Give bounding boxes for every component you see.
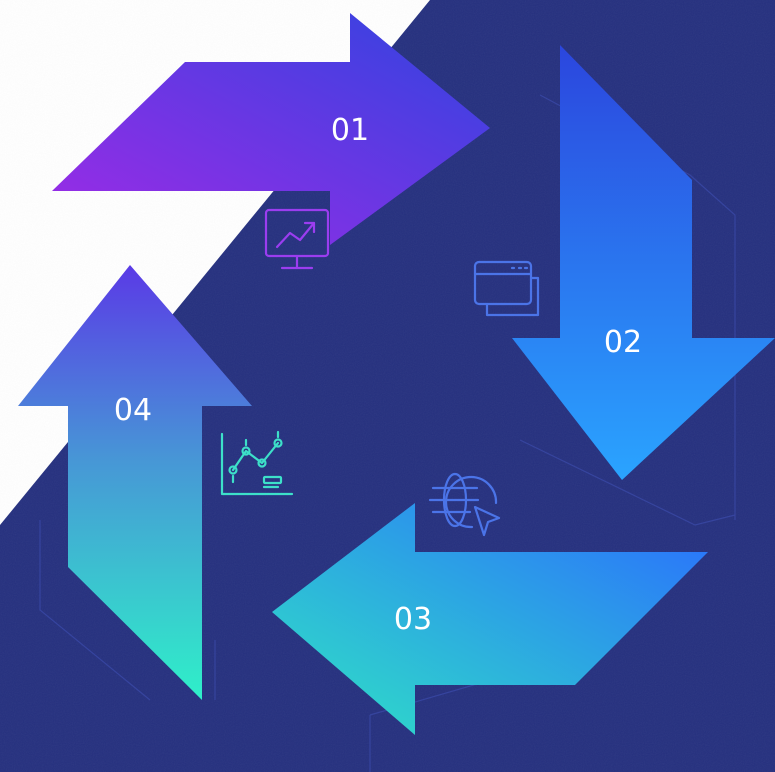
globe-cursor-icon <box>428 472 501 537</box>
arrow-step-01 <box>52 13 490 245</box>
step-number-01: 01 <box>331 113 369 148</box>
monitor-chart-icon <box>264 208 330 270</box>
arrow-step-04 <box>18 265 252 700</box>
arrow-step-02 <box>512 45 775 480</box>
line-chart-icon <box>220 430 294 496</box>
step-number-04: 04 <box>114 393 152 428</box>
browser-windows-icon <box>473 260 540 317</box>
step-number-03: 03 <box>394 602 432 637</box>
step-number-02: 02 <box>604 325 642 360</box>
arrow-step-03 <box>272 503 708 735</box>
